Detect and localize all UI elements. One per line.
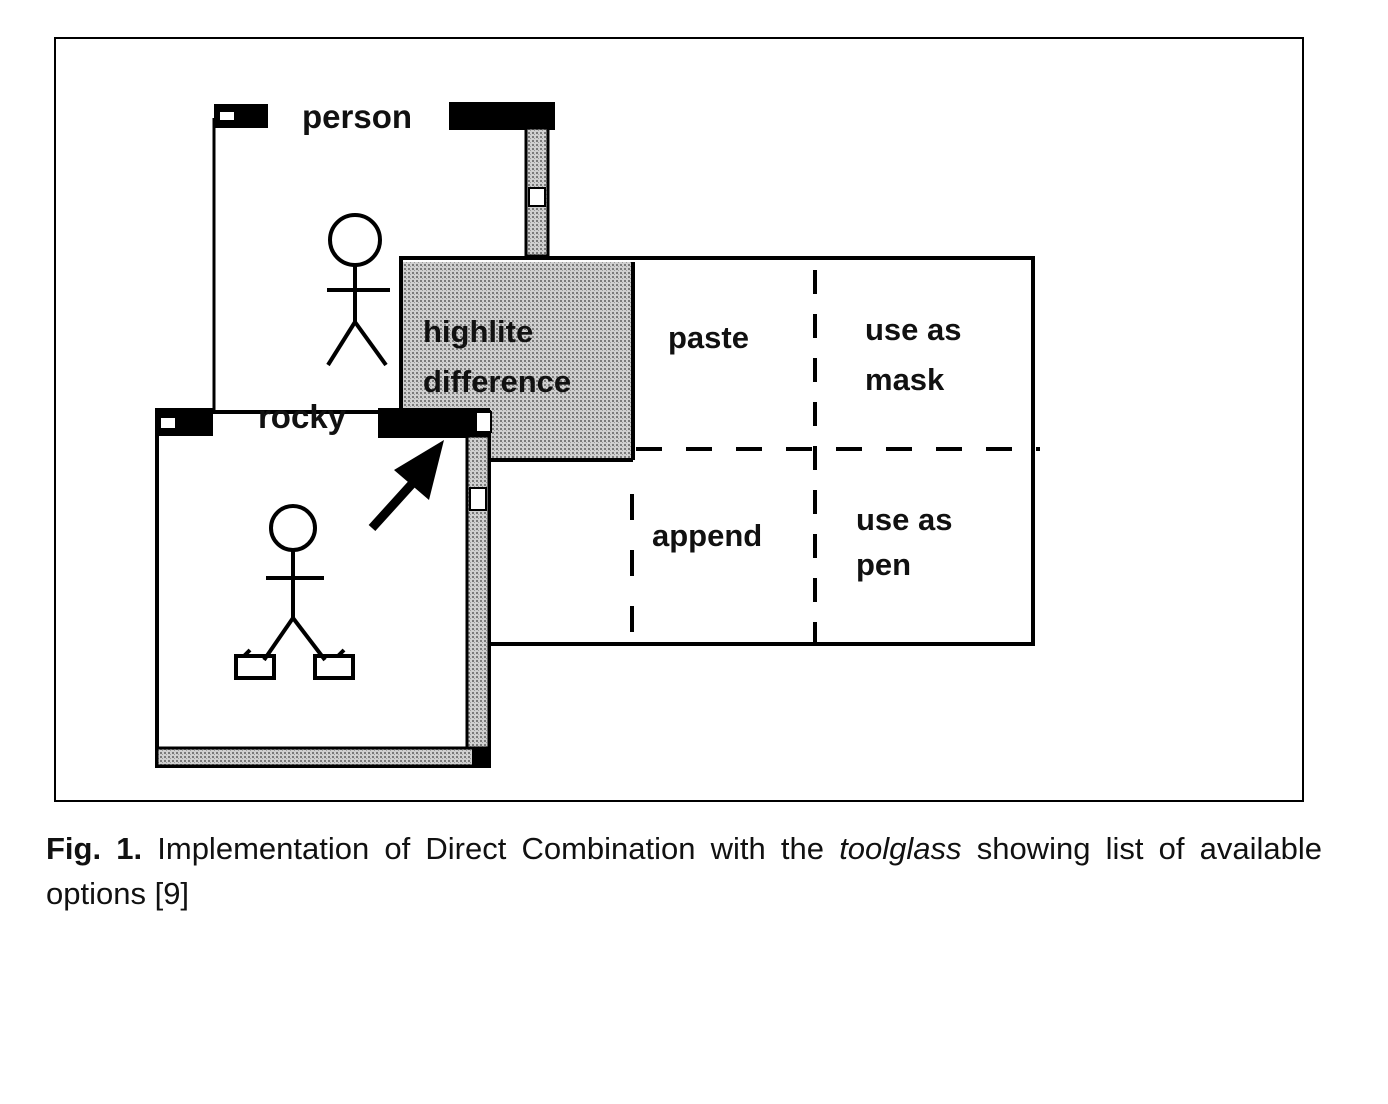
- caption-text-before: Implementation of Direct Combination wit…: [142, 831, 840, 866]
- person-window-title: person: [302, 98, 412, 135]
- figure-caption: Fig. 1. Implementation of Direct Combina…: [46, 826, 1322, 916]
- caption-text-after: showing list of available options [9]: [46, 831, 1322, 911]
- cell-label-line: highlite: [423, 314, 533, 349]
- toolglass-sheet[interactable]: highlite difference paste use as mask ap…: [399, 256, 1040, 646]
- person-window[interactable]: person: [212, 98, 555, 410]
- cell-label-line[interactable]: mask: [865, 362, 945, 397]
- scroll-thumb[interactable]: [469, 487, 487, 511]
- toolglass-diagram: person highlite difference paste use as …: [155, 98, 1040, 768]
- append-cell-label[interactable]: append: [652, 518, 762, 553]
- cell-label-line[interactable]: use as: [865, 312, 962, 347]
- stick-figure-icon: [326, 213, 390, 367]
- caption-label: Fig. 1.: [46, 831, 143, 866]
- caption-emphasis: toolglass: [839, 831, 962, 866]
- stick-figure-with-shoes-icon: [234, 504, 355, 680]
- rocky-window[interactable]: rocky: [155, 398, 492, 768]
- vertical-scrollbar[interactable]: [465, 434, 491, 750]
- rocky-window-title: rocky: [258, 398, 347, 435]
- cursor-arrow-icon: [368, 440, 444, 532]
- cell-label-line: difference: [423, 364, 571, 399]
- horizontal-scrollbar[interactable]: [155, 746, 491, 768]
- title-bar-grip[interactable]: [449, 102, 555, 130]
- title-bar-grip[interactable]: [378, 408, 490, 438]
- cell-label-line[interactable]: use as: [856, 502, 953, 537]
- paste-cell-label[interactable]: paste: [668, 320, 749, 355]
- cell-label-line[interactable]: pen: [856, 547, 911, 582]
- scroll-thumb[interactable]: [528, 187, 546, 207]
